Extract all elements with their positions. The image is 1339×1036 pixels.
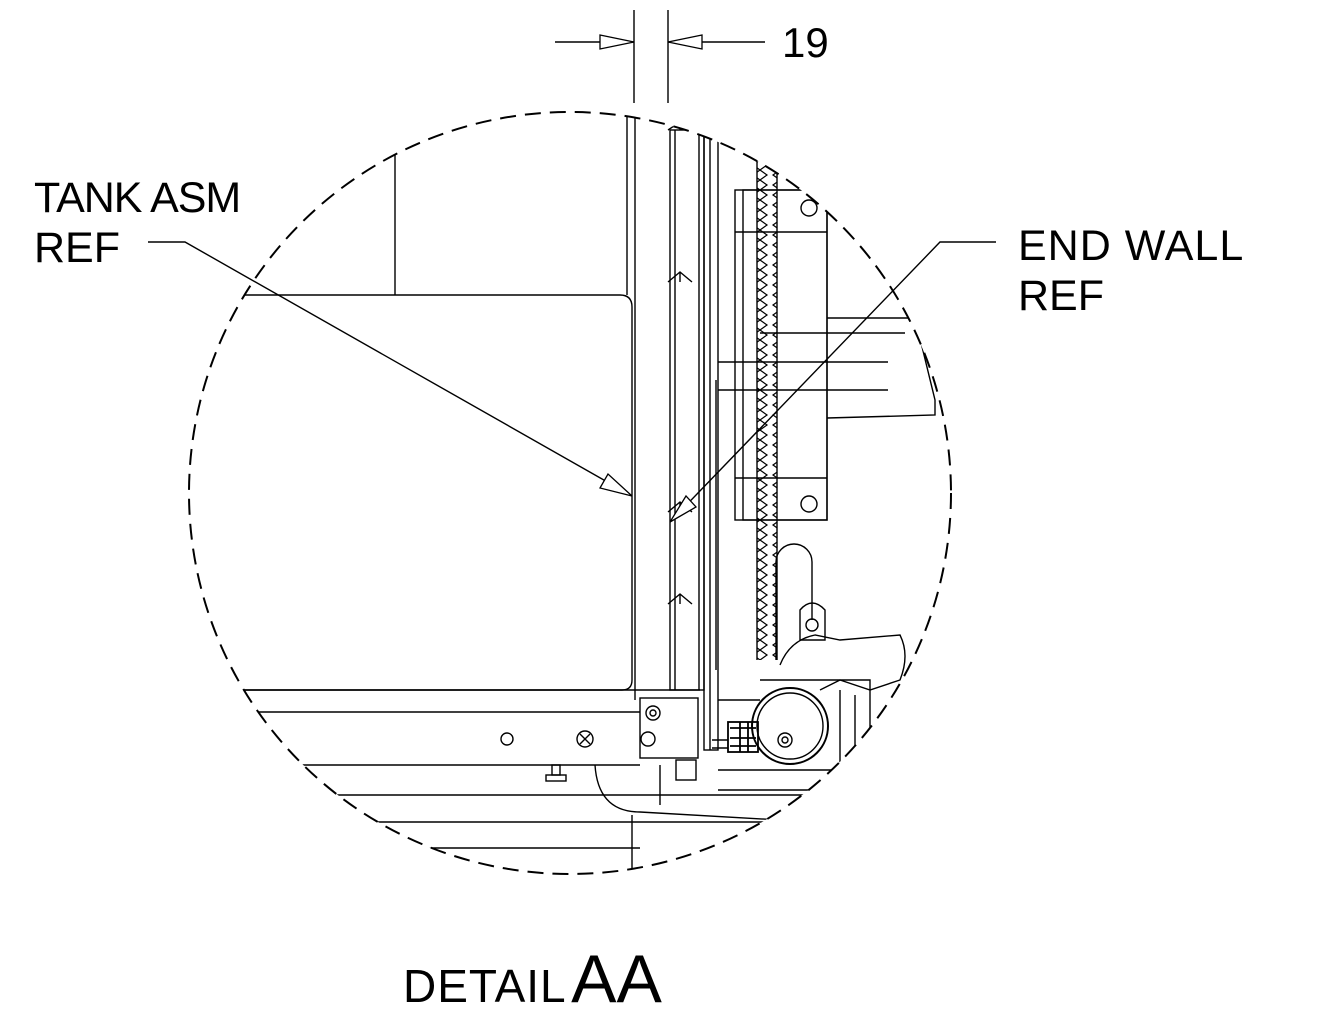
- bracket-hole-top: [800, 199, 818, 217]
- hole-1: [500, 732, 514, 746]
- tank-asm-label: TANK ASM: [34, 174, 241, 222]
- detail-circle: [188, 111, 952, 875]
- tank-ref-label: REF: [34, 224, 120, 272]
- end-wall-ref-label: REF: [1018, 272, 1104, 320]
- gear-rack: [757, 120, 777, 660]
- connector-block: [727, 721, 759, 753]
- roller: [751, 687, 829, 765]
- dimension-label: 19: [782, 19, 829, 66]
- dimension-19: [555, 10, 765, 103]
- bracket-hole-bottom: [800, 495, 818, 513]
- tank-panel: [189, 294, 633, 691]
- tank-leader: [148, 241, 633, 497]
- seal-profile: [779, 634, 906, 691]
- endwall-leader: [669, 241, 996, 523]
- detail-geometry: [189, 112, 936, 874]
- screw-head: [576, 730, 594, 748]
- detail-title-prefix: DETAIL: [403, 960, 567, 1012]
- frame-clips: [667, 121, 693, 605]
- detail-title: DETAIL AA: [403, 945, 662, 1013]
- end-wall-label: END WALL: [1018, 222, 1245, 270]
- detail-title-name: AA: [571, 941, 662, 1017]
- slot: [775, 543, 813, 660]
